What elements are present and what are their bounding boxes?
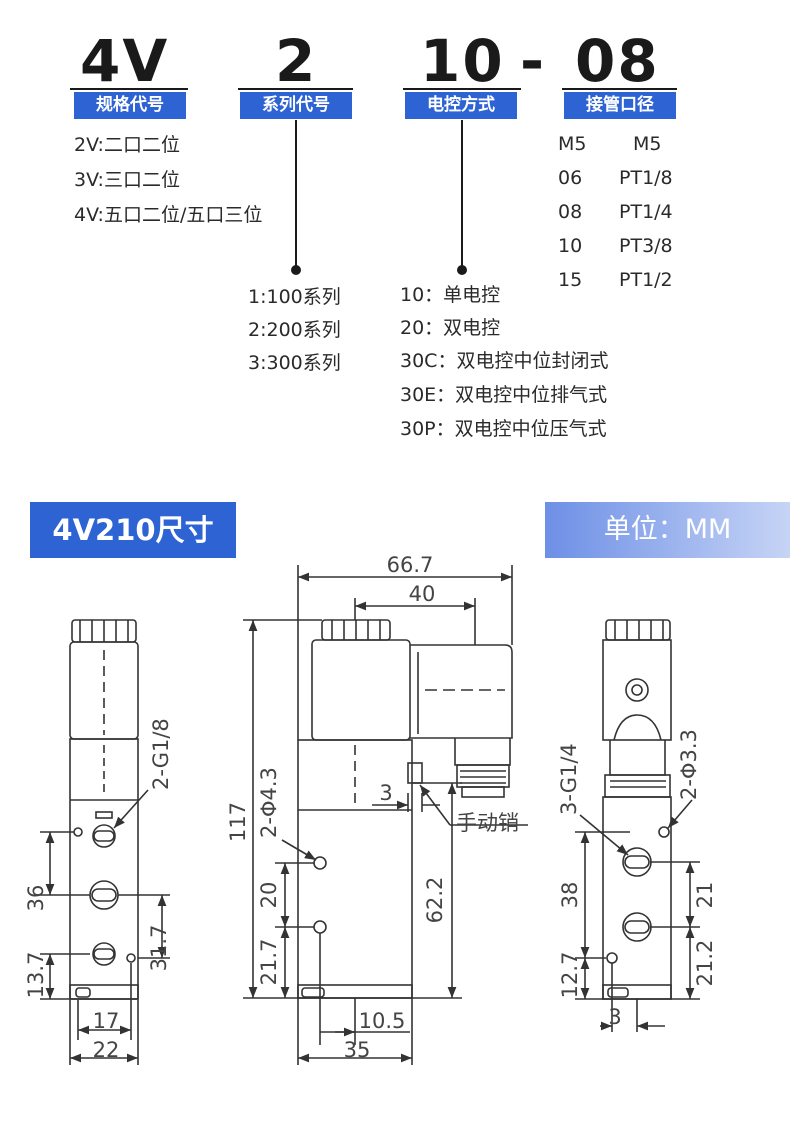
dim-left-31-7: 31.7 (147, 925, 171, 972)
port-size: PT1/4 (619, 201, 673, 223)
spec-option: 3V:三口二位 (74, 169, 180, 191)
code-spec: 4V (80, 27, 170, 95)
dimension-title-banner: 4V210尺寸 (30, 502, 236, 558)
underline-port (562, 88, 677, 90)
control-option: 30E：双电控中位排气式 (400, 384, 608, 406)
control-option: 20：双电控 (400, 317, 501, 339)
series-connector (295, 120, 297, 270)
dim-mid-10-5: 10.5 (359, 1009, 406, 1033)
left-view (40, 619, 170, 1065)
port-size: M5 (633, 133, 662, 155)
dim-mid-117: 117 (226, 802, 250, 842)
dim-mid-40: 40 (409, 582, 436, 606)
spec-option: 4V:五口二位/五口三位 (74, 204, 263, 226)
port-size: PT3/8 (619, 235, 673, 257)
right-view (575, 619, 700, 1032)
dim-mid-20: 20 (257, 882, 281, 909)
code-port: 08 (575, 27, 660, 95)
tag-port: 接管口径 (564, 92, 676, 119)
series-option: 1:100系列 (248, 286, 341, 308)
label-manual-pin: 手动销 (456, 811, 519, 835)
series-option: 2:200系列 (248, 319, 341, 341)
spec-option: 2V:二口二位 (74, 134, 180, 156)
port-size: PT1/8 (619, 167, 673, 189)
dim-right-3: 3 (608, 1005, 621, 1029)
dim-left-ports: 2-G1/8 (149, 718, 173, 790)
dim-left-36: 36 (24, 885, 48, 912)
middle-view (243, 565, 528, 1065)
port-size: PT1/2 (619, 269, 673, 291)
tag-control: 电控方式 (405, 92, 517, 119)
dim-right-ports: 3-G1/4 (557, 743, 581, 815)
series-option: 3:300系列 (248, 352, 341, 374)
control-connector (461, 120, 463, 270)
dim-mid-3: 3 (379, 781, 392, 805)
code-control: 10 (420, 27, 505, 95)
underline-series (238, 88, 353, 90)
dim-mid-66-7: 66.7 (387, 553, 434, 577)
underline-control (403, 88, 521, 90)
code-series: 2 (275, 27, 318, 95)
dim-right-holes: 2-Φ3.3 (677, 729, 701, 800)
port-code: 10 (558, 235, 583, 257)
series-connector-dot (291, 265, 301, 275)
tag-spec: 规格代号 (74, 92, 186, 119)
dim-left-17: 17 (93, 1009, 120, 1033)
tag-series: 系列代号 (240, 92, 352, 119)
dim-mid-holes: 2-Φ4.3 (257, 767, 281, 838)
port-code: M5 (558, 133, 587, 155)
control-option: 30C：双电控中位封闭式 (400, 350, 609, 372)
code-dash: - (520, 27, 547, 95)
port-code: 08 (558, 201, 583, 223)
dim-left-22: 22 (93, 1038, 120, 1062)
dim-mid-35: 35 (344, 1038, 371, 1062)
dim-right-12-7: 12.7 (558, 952, 582, 999)
underline-spec (70, 88, 188, 90)
port-code: 06 (558, 167, 583, 189)
port-code: 15 (558, 269, 583, 291)
control-connector-dot (457, 265, 467, 275)
unit-banner: 单位：MM (545, 502, 790, 558)
dim-right-21: 21 (693, 882, 717, 909)
dim-mid-21-7: 21.7 (257, 939, 281, 986)
control-option: 30P：双电控中位压气式 (400, 418, 607, 440)
dim-right-21-2: 21.2 (693, 940, 717, 987)
dim-mid-62-2: 62.2 (423, 877, 447, 924)
dim-left-13-7: 13.7 (24, 952, 48, 999)
dim-right-38: 38 (558, 882, 582, 909)
control-option: 10：单电控 (400, 284, 501, 306)
